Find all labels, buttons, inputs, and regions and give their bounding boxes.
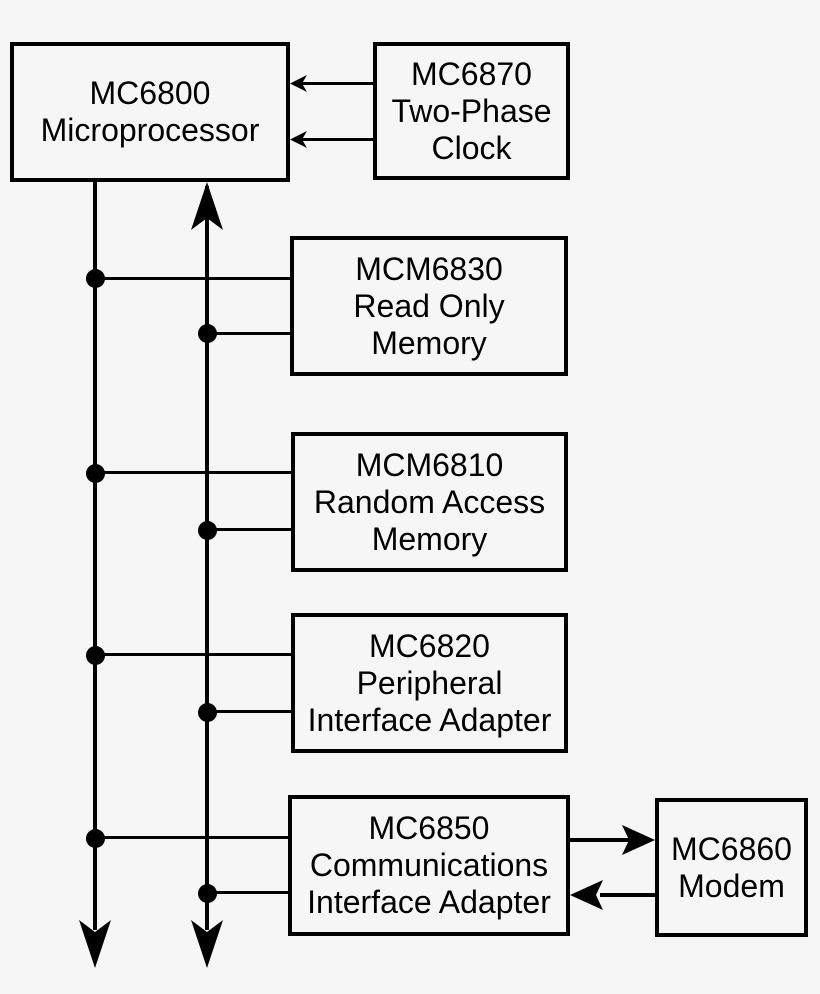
- block-label-line: MCM6810: [355, 446, 504, 483]
- block-label-line: Read Only: [353, 287, 505, 324]
- junction-dot: [197, 520, 217, 540]
- block-label-line: MC6860: [671, 830, 792, 867]
- block-label-line: Memory: [371, 520, 488, 557]
- arrowhead-up-icon: [191, 182, 223, 230]
- bus-line-left: [93, 182, 97, 930]
- block-label-line: Communications: [309, 847, 549, 883]
- block-mc6800-microprocessor: MC6800 Microprocessor: [10, 42, 290, 182]
- block-label-line: MC6850: [368, 810, 490, 846]
- arrowhead-down-icon: [79, 920, 111, 968]
- arrowhead-left-icon: [290, 131, 307, 148]
- block-label-line: MC6870: [411, 55, 532, 92]
- connector-acia-right: [207, 891, 288, 894]
- clock-signal-line-phase1: [300, 82, 373, 85]
- arrowhead-left-icon: [290, 75, 307, 92]
- block-label-line: Two-Phase: [391, 92, 552, 129]
- junction-dot: [197, 323, 217, 343]
- block-mcm6830-read-only-memory: MCM6830 Read Only Memory: [290, 236, 568, 376]
- junction-dot: [197, 883, 217, 903]
- connector-pia-left: [95, 653, 291, 656]
- block-label-line: Modem: [678, 867, 785, 904]
- block-label-line: Microprocessor: [40, 112, 260, 148]
- arrowhead-right-icon: [622, 825, 655, 855]
- junction-dot: [85, 828, 105, 848]
- block-mcm6810-random-access-memory: MCM6810 Random Access Memory: [291, 432, 568, 572]
- block-mc6860-modem: MC6860 Modem: [655, 798, 808, 937]
- junction-dot: [85, 463, 105, 483]
- connector-ram-right: [207, 528, 291, 531]
- block-mc6820-peripheral-interface-adapter: MC6820 Peripheral Interface Adapter: [291, 613, 568, 753]
- block-mc6870-two-phase-clock: MC6870 Two-Phase Clock: [373, 42, 570, 180]
- modem-to-acia-line: [600, 893, 655, 897]
- arrowhead-left-icon: [570, 880, 603, 910]
- junction-dot: [85, 268, 105, 288]
- connector-ram-left: [95, 471, 291, 474]
- block-label-line: Interface Adapter: [307, 701, 552, 738]
- block-label-line: MC6800: [89, 75, 211, 111]
- junction-dot: [85, 645, 105, 665]
- connector-rom-left: [95, 277, 290, 280]
- block-label-line: Peripheral: [356, 664, 503, 701]
- connector-rom-right: [207, 332, 290, 335]
- block-label-line: Memory: [371, 324, 487, 361]
- block-label-line: Random Access: [313, 483, 546, 520]
- junction-dot: [197, 702, 217, 722]
- block-label-line: MCM6830: [355, 250, 503, 287]
- bus-line-right: [205, 186, 209, 930]
- arrowhead-down-icon: [191, 920, 223, 968]
- block-label-line: Interface Adapter: [307, 884, 551, 920]
- connector-pia-right: [207, 710, 291, 713]
- clock-signal-line-phase2: [300, 138, 373, 141]
- block-mc6850-communications-interface-adapter: MC6850 Communications Interface Adapter: [288, 795, 570, 936]
- block-label-line: MC6820: [369, 627, 490, 664]
- acia-to-modem-line: [570, 838, 630, 842]
- connector-acia-left: [95, 836, 288, 839]
- block-label-line: Clock: [431, 129, 512, 166]
